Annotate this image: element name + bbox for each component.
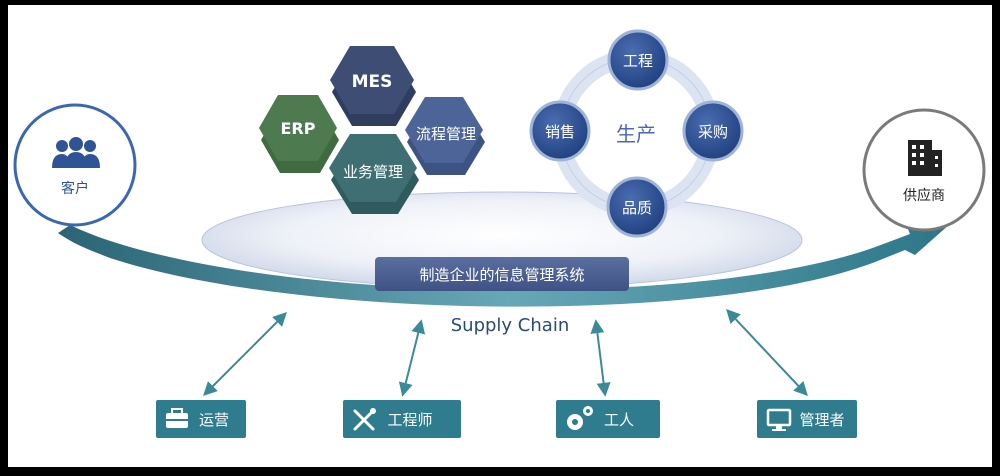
customer-label: 客户 bbox=[61, 180, 89, 197]
cycle-node-purchasing[interactable]: 采购 bbox=[682, 100, 744, 162]
hexagon-erp[interactable]: ERP bbox=[259, 95, 339, 173]
arrow-engineer bbox=[398, 319, 426, 397]
hexagon-mes[interactable]: MES bbox=[330, 46, 416, 126]
supply-chain-diagram: 客户 供应商 bbox=[13, 29, 986, 438]
role-button-manager[interactable]: 管理者 bbox=[757, 400, 857, 438]
arrow-worker bbox=[590, 319, 611, 397]
building-icon bbox=[908, 140, 942, 176]
monitor-icon bbox=[766, 408, 792, 431]
hexagon-erp-label: ERP bbox=[281, 119, 316, 138]
role-label-worker: 工人 bbox=[604, 411, 634, 429]
role-label-operations: 运营 bbox=[199, 411, 229, 429]
supply-chain-label: Supply Chain bbox=[451, 315, 569, 336]
hexagon-mes-label: MES bbox=[352, 72, 393, 92]
role-button-worker[interactable]: 工人 bbox=[556, 400, 660, 438]
customer-node[interactable]: 客户 bbox=[13, 103, 137, 227]
cycle-node-sales-label: 销售 bbox=[545, 123, 575, 141]
cycle-node-engineering-label: 工程 bbox=[623, 52, 653, 70]
hexagon-business-label: 业务管理 bbox=[343, 163, 403, 181]
arrow-operations bbox=[203, 312, 287, 396]
briefcase-icon bbox=[166, 408, 188, 428]
cycle-node-engineering[interactable]: 工程 bbox=[607, 29, 669, 91]
role-button-engineer[interactable]: 工程师 bbox=[343, 400, 461, 438]
supply-chain-label-box: Supply Chain bbox=[440, 310, 580, 338]
supplier-node[interactable]: 供应商 bbox=[862, 108, 986, 232]
role-label-engineer: 工程师 bbox=[387, 411, 432, 429]
role-label-manager: 管理者 bbox=[799, 411, 844, 429]
supply-chain-arc bbox=[58, 215, 960, 307]
cycle-node-sales[interactable]: 销售 bbox=[529, 100, 591, 162]
hexagon-business[interactable]: 业务管理 bbox=[329, 134, 419, 214]
hexagon-process-label: 流程管理 bbox=[416, 125, 476, 143]
arrow-manager bbox=[726, 308, 808, 397]
users-icon bbox=[52, 137, 100, 168]
tools-icon bbox=[353, 408, 376, 431]
production-cycle: 生产 工程 采购 品质 销售 bbox=[529, 29, 744, 238]
cycle-center-label: 生产 bbox=[616, 122, 656, 146]
platform-label-box: 制造企业的信息管理系统 bbox=[375, 257, 629, 291]
supplier-label: 供应商 bbox=[903, 187, 945, 204]
platform-label: 制造企业的信息管理系统 bbox=[419, 266, 584, 284]
role-button-operations[interactable]: 运营 bbox=[156, 400, 246, 438]
cycle-node-quality[interactable]: 品质 bbox=[606, 176, 668, 238]
cycle-node-purchasing-label: 采购 bbox=[698, 123, 728, 141]
gears-icon bbox=[567, 406, 593, 430]
cycle-node-quality-label: 品质 bbox=[622, 199, 652, 217]
diagram-canvas: 客户 供应商 bbox=[8, 5, 992, 467]
hexagon-process[interactable]: 流程管理 bbox=[405, 97, 485, 175]
